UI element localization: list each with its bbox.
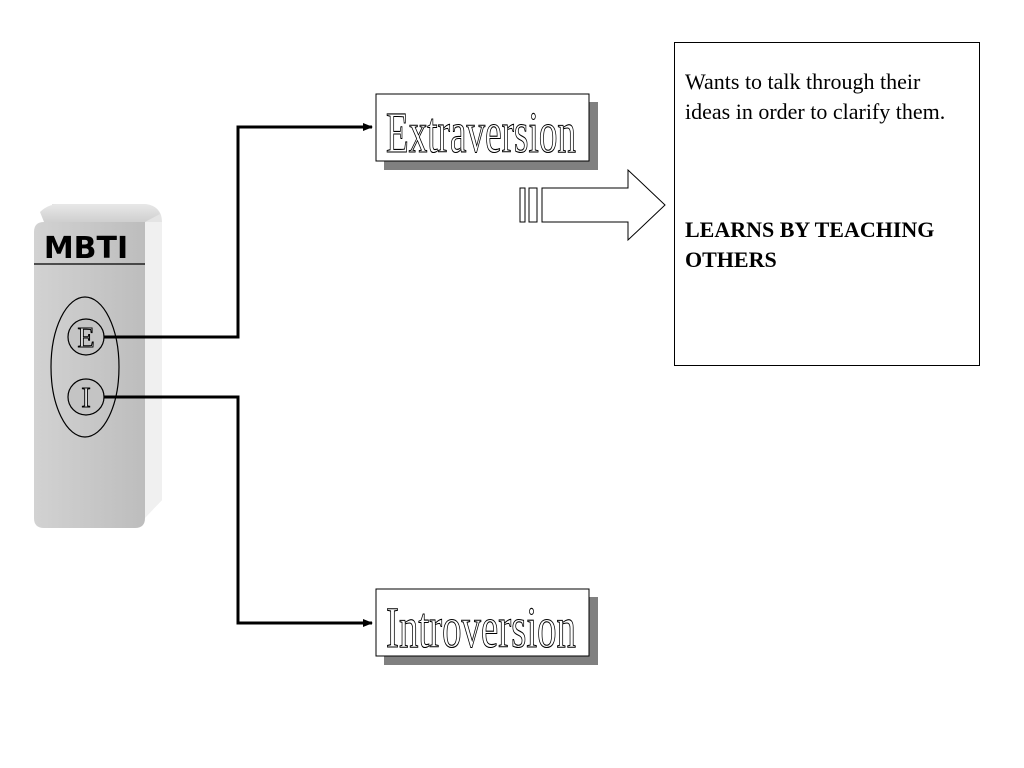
mbti-device: MBTI E I: [34, 204, 162, 528]
device-title: MBTI: [44, 231, 128, 266]
e-button-letter: E: [77, 323, 94, 354]
connector-i-to-introversion: [104, 395, 373, 627]
extraversion-text: Extraversion: [386, 100, 576, 165]
introversion-text: Introversion: [386, 595, 576, 660]
e-button[interactable]: E: [67, 318, 105, 356]
extraversion-box: [375, 93, 590, 162]
button-group-oval: [50, 296, 120, 438]
i-button[interactable]: I: [67, 378, 105, 416]
introversion-box: [375, 588, 590, 657]
arrow-stripe-2: [528, 187, 538, 223]
description-box: Wants to talk through their ideas in ord…: [674, 42, 980, 366]
connector-e-to-extraversion: [104, 123, 373, 339]
device-top: [40, 204, 160, 222]
arrow-stripe-1: [519, 187, 526, 223]
i-button-letter: I: [81, 383, 90, 414]
description-emphasis: LEARNS BY TEACHING OTHERS: [685, 217, 935, 272]
introversion-label: Introversion: [375, 588, 598, 665]
arrow-body: [541, 168, 666, 242]
description-text: Wants to talk through their ideas in ord…: [685, 69, 946, 124]
device-side: [145, 222, 162, 518]
extraversion-label: Extraversion: [375, 93, 598, 170]
striped-arrow: [519, 168, 666, 242]
device-face: [34, 222, 145, 528]
